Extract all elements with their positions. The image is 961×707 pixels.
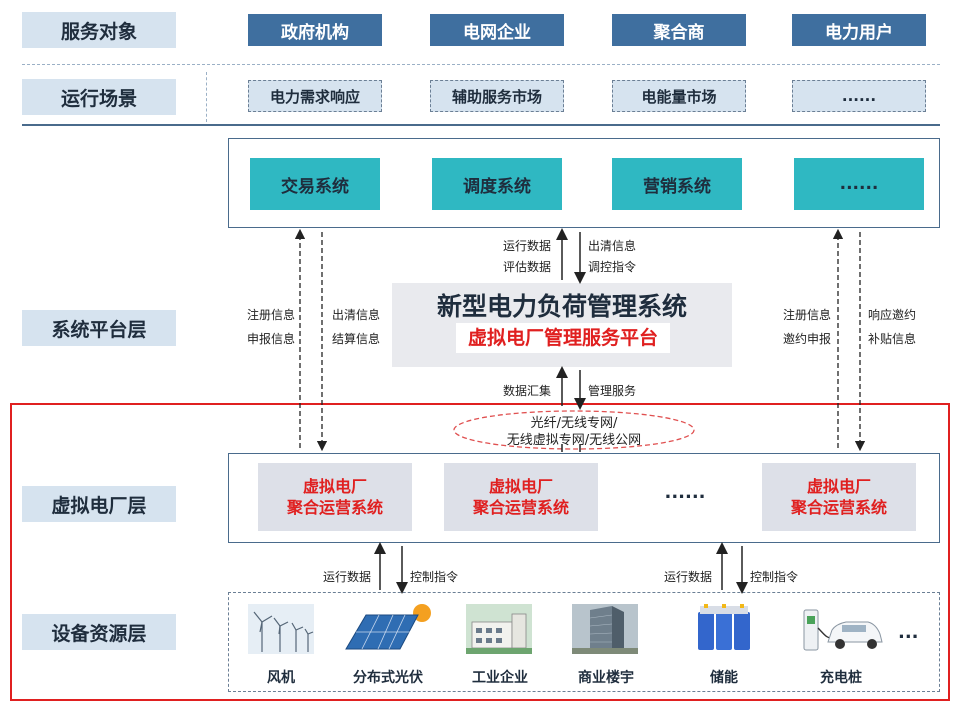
scenario-ancillary-market: 辅助服务市场 <box>430 80 564 112</box>
system-marketing: 营销系统 <box>612 158 742 210</box>
device-label-factory: 工业企业 <box>472 670 528 686</box>
devices-more: ... <box>898 622 919 643</box>
flow-label: 运行数据 <box>503 239 552 253</box>
flow-label: 数据汇集 <box>503 384 552 398</box>
vpp-system-line-2: 聚合运营系统 <box>790 498 887 517</box>
separator-line <box>22 124 940 126</box>
layer-label-devices: 设备资源层 <box>22 614 176 650</box>
device-label-charger: 充电桩 <box>820 670 862 686</box>
device-label-storage: 储能 <box>710 670 738 686</box>
vpp-system-box: 虚拟电厂 聚合运营系统 <box>444 463 598 531</box>
layer-label-platform: 系统平台层 <box>22 310 176 346</box>
flow-label: 控制指令 <box>750 570 799 584</box>
flow-label: 申报信息 <box>247 332 296 346</box>
factory-icon <box>466 604 532 654</box>
vpp-system-line-1: 虚拟电厂 <box>806 477 871 496</box>
platform-subtitle: 虚拟电厂管理服务平台 <box>456 323 670 353</box>
flow-label: 响应邀约 <box>868 308 917 322</box>
network-label-line-1: 光纤/无线专网/ <box>530 416 618 431</box>
system-more: ...... <box>794 158 924 210</box>
network-ellipse <box>453 410 695 450</box>
flow-label: 运行数据 <box>664 570 713 584</box>
flow-label: 注册信息 <box>247 308 296 322</box>
ev-charger-icon <box>803 609 883 651</box>
solar-panel-icon <box>345 604 431 650</box>
flow-label: 结算信息 <box>332 332 381 346</box>
flow-label: 补贴信息 <box>868 332 917 346</box>
layer-label-service-objects: 服务对象 <box>22 12 176 48</box>
systems-container <box>228 138 940 228</box>
vpp-container <box>228 453 940 543</box>
system-dispatch: 调度系统 <box>432 158 562 210</box>
system-trading: 交易系统 <box>250 158 380 210</box>
flow-label: 注册信息 <box>783 308 832 322</box>
vpp-system-box: 虚拟电厂 聚合运营系统 <box>762 463 916 531</box>
device-label-building: 商业楼宇 <box>578 670 634 686</box>
layer-label-vpp: 虚拟电厂层 <box>22 486 176 522</box>
flow-label: 邀约申报 <box>783 332 832 346</box>
flow-label: 调控指令 <box>588 260 637 274</box>
service-object-grid-company: 电网企业 <box>430 14 564 46</box>
highlight-frame <box>10 403 950 701</box>
service-object-aggregator: 聚合商 <box>612 14 746 46</box>
service-object-government: 政府机构 <box>248 14 382 46</box>
device-label-wind: 风机 <box>267 670 295 686</box>
flow-label: 评估数据 <box>503 260 552 274</box>
flow-label: 管理服务 <box>588 384 637 398</box>
vpp-more: ...... <box>664 482 706 503</box>
devices-container <box>228 592 940 692</box>
flow-label: 出清信息 <box>332 308 381 322</box>
vpp-system-box: 虚拟电厂 聚合运营系统 <box>258 463 412 531</box>
office-building-icon <box>572 604 638 654</box>
flow-label: 控制指令 <box>410 570 459 584</box>
flow-label: 运行数据 <box>323 570 372 584</box>
platform-title: 新型电力负荷管理系统 <box>436 292 687 321</box>
device-label-solar: 分布式光伏 <box>353 670 423 686</box>
battery-storage-icon <box>698 604 750 650</box>
scenario-energy-market: 电能量市场 <box>612 80 746 112</box>
separator-line <box>22 64 940 65</box>
flow-label: 出清信息 <box>588 239 637 253</box>
vpp-system-line-1: 虚拟电厂 <box>488 477 553 496</box>
network-label-line-2: 无线虚拟专网/无线公网 <box>506 433 642 448</box>
vpp-system-line-2: 聚合运营系统 <box>472 498 569 517</box>
separator-line <box>206 72 207 122</box>
vpp-system-line-2: 聚合运营系统 <box>286 498 383 517</box>
scenario-more: ...... <box>792 80 926 112</box>
vpp-system-line-1: 虚拟电厂 <box>302 477 367 496</box>
scenario-demand-response: 电力需求响应 <box>248 80 382 112</box>
layer-label-scenarios: 运行场景 <box>22 79 176 115</box>
service-object-power-user: 电力用户 <box>792 14 926 46</box>
wind-turbine-icon <box>248 604 314 654</box>
